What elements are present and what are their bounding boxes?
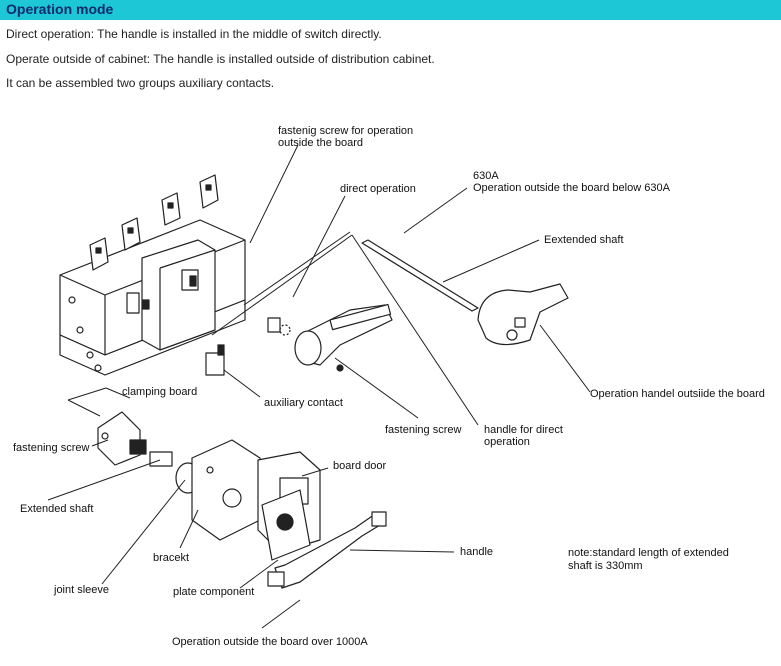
label-extended-shaft-left: Extended shaft — [20, 503, 93, 515]
label-handle-direct-2: operation — [484, 436, 530, 448]
label-operation-over-1000a: Operation outside the board over 1000A — [172, 636, 368, 648]
section-title: Operation mode — [6, 1, 114, 17]
paragraph-auxiliary-contacts: It can be assembled two groups auxiliary… — [6, 76, 275, 90]
lower-handle-part — [267, 511, 387, 589]
diagram-labels: fastenig screw for operation outside the… — [13, 125, 765, 648]
label-handle: handle — [460, 546, 493, 558]
clamping-board-part — [97, 411, 147, 466]
label-direct-operation: direct operation — [340, 183, 416, 195]
label-clamping-board: clamping board — [122, 386, 197, 398]
auxiliary-contact-part — [205, 344, 225, 376]
label-630a: 630A — [473, 170, 499, 182]
label-bracket: bracekt — [153, 552, 189, 564]
direct-operation-handle — [267, 303, 393, 372]
label-fastening-screw-outside-1: fastenig screw for operation — [278, 125, 413, 137]
label-operation-handle-outside: Operation handel outsiide the board — [590, 388, 765, 400]
outside-handle-part — [477, 283, 569, 346]
switch-body — [59, 174, 246, 376]
label-auxiliary-contact: auxiliary contact — [264, 397, 343, 409]
bracket-part — [191, 439, 261, 541]
plate-component-part — [261, 489, 311, 561]
label-joint-sleeve: joint sleeve — [53, 584, 109, 596]
label-note-1: note:standard length of extended — [568, 547, 729, 559]
paragraph-outside-cabinet: Operate outside of cabinet: The handle i… — [6, 52, 435, 66]
label-fastening-screw-mid: fastening screw — [385, 424, 461, 436]
label-operation-below-630a: Operation outside the board below 630A — [473, 182, 671, 194]
extended-shaft-top — [361, 239, 479, 312]
label-fastening-screw-outside-2: outside the board — [278, 137, 363, 149]
section-header: Operation mode — [0, 0, 781, 20]
label-board-door: board door — [333, 460, 387, 472]
label-extended-shaft-top: Eextended shaft — [544, 234, 624, 246]
leader-lines — [47, 144, 591, 629]
extended-shaft-lower — [149, 451, 173, 467]
label-note-2: shaft is 330mm — [568, 560, 643, 572]
label-handle-direct-1: handle for direct — [484, 424, 563, 436]
paragraph-direct-operation: Direct operation: The handle is installe… — [6, 27, 382, 41]
label-plate-component: plate component — [173, 586, 254, 598]
label-fastening-screw-left: fastening screw — [13, 442, 89, 454]
